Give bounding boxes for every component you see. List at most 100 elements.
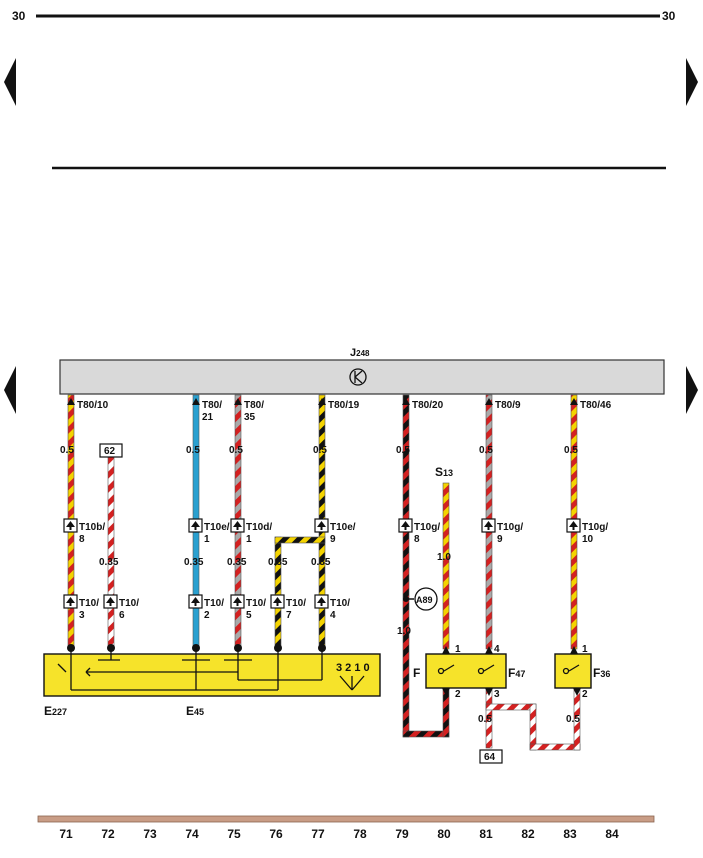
svg-text:0.5: 0.5 (566, 714, 580, 725)
svg-text:T10/: T10/ (286, 598, 306, 609)
next-page-arrow-top[interactable] (686, 58, 698, 106)
switch-f-label: F (413, 666, 420, 680)
connector-t10g-9: T10g/9 (481, 518, 523, 545)
svg-text:8: 8 (79, 534, 85, 545)
svg-text:T80/9: T80/9 (495, 400, 521, 411)
connector-t10g-10: T10g/10 (566, 518, 608, 545)
column-number: 83 (563, 827, 577, 841)
svg-text:T10/: T10/ (204, 598, 224, 609)
svg-text:T80/20: T80/20 (412, 400, 444, 411)
column-number: 81 (479, 827, 493, 841)
connector-t10-4: T10/4 (314, 594, 350, 621)
svg-text:8: 8 (414, 534, 420, 545)
svg-text:T80/10: T80/10 (77, 400, 109, 411)
column-number: 73 (143, 827, 157, 841)
svg-text:T80/46: T80/46 (580, 400, 612, 411)
pin-t80-19: T80/19 (318, 398, 360, 411)
wire-sizes: 0.5 0.5 0.5 0.5 0.5 0.5 0.5 0.35 0.35 0.… (60, 445, 580, 725)
column-number: 72 (101, 827, 115, 841)
column-number: 75 (227, 827, 241, 841)
bottom-bar (37, 815, 655, 823)
svg-text:0.5: 0.5 (564, 445, 578, 456)
svg-text:2: 2 (582, 689, 588, 700)
page-number-right: 30 (662, 9, 676, 23)
svg-text:64: 64 (484, 752, 496, 763)
switch-f36: 1 2 (554, 644, 592, 700)
transistor-icon (349, 368, 367, 386)
column-number: 80 (437, 827, 451, 841)
svg-text:0.5: 0.5 (229, 445, 243, 456)
connector-t10-3: T10/3 (63, 594, 99, 621)
svg-text:10: 10 (582, 534, 594, 545)
prev-page-arrow-top[interactable] (4, 58, 16, 106)
svg-text:0.35: 0.35 (99, 557, 119, 568)
svg-text:9: 9 (497, 534, 503, 545)
connector-t10-5: T10/5 (230, 594, 266, 621)
column-number: 77 (311, 827, 325, 841)
column-number: 74 (185, 827, 199, 841)
svg-text:62: 62 (104, 446, 116, 457)
prev-page-arrow-bottom[interactable] (4, 366, 16, 414)
pin-t80-9: T80/9 (485, 398, 521, 411)
ref-62: 62 (99, 443, 123, 458)
svg-text:1.0: 1.0 (437, 552, 451, 563)
connector-t10d-1: T10d/1 (230, 518, 272, 545)
svg-text:T80/19: T80/19 (328, 400, 360, 411)
pin-t80-10: T80/10 (67, 398, 109, 411)
svg-text:T10e/: T10e/ (204, 522, 230, 533)
ref-a89: A89 (403, 587, 438, 611)
page-number-left: 30 (12, 9, 26, 23)
column-number: 78 (353, 827, 367, 841)
pin-t80-20: T80/20 (402, 398, 444, 411)
column-number: 84 (605, 827, 619, 841)
svg-text:T10/: T10/ (119, 598, 139, 609)
switch-f47-label: F47 (508, 666, 525, 680)
svg-text:5: 5 (246, 610, 252, 621)
low-connectors: T10/3 T10/6 T10/2 T10/5 T10/7 T10/4 (63, 594, 350, 621)
pin-t80-46: T80/46 (570, 398, 612, 411)
column-number: 76 (269, 827, 283, 841)
svg-text:6: 6 (119, 610, 125, 621)
fuse-s13-label: S13 (435, 465, 453, 479)
connector-t10-2: T10/2 (188, 594, 224, 621)
svg-text:0.5: 0.5 (479, 445, 493, 456)
svg-text:0.35: 0.35 (268, 557, 288, 568)
switch-f36-label: F36 (593, 666, 610, 680)
svg-text:1: 1 (582, 644, 588, 655)
svg-text:9: 9 (330, 534, 336, 545)
pin-t80-21: T80/21 (192, 398, 222, 423)
next-page-arrow-bottom[interactable] (686, 366, 698, 414)
connector-t10-7: T10/7 (270, 594, 306, 621)
page-header: 30 30 (12, 9, 676, 23)
svg-text:3: 3 (79, 610, 85, 621)
svg-text:T10g/: T10g/ (414, 522, 440, 533)
pin-t80-35: T80/35 (234, 398, 264, 423)
pin-labels: T80/10 T80/21 T80/35 T80/19 T80/20 T80/9… (67, 398, 612, 423)
column-number: 79 (395, 827, 409, 841)
switch-e227-label: E227 (44, 704, 67, 718)
connector-t10b-8: T10b/8 (63, 518, 105, 545)
svg-text:7: 7 (286, 610, 292, 621)
svg-text:4: 4 (494, 644, 500, 655)
svg-text:T10g/: T10g/ (497, 522, 523, 533)
connector-t10e-9: T10e/9 (314, 518, 356, 545)
svg-text:4: 4 (330, 610, 336, 621)
svg-text:T10d/: T10d/ (246, 522, 272, 533)
svg-text:0.5: 0.5 (313, 445, 327, 456)
svg-text:2: 2 (204, 610, 210, 621)
svg-text:0.35: 0.35 (184, 557, 204, 568)
connector-t10g-8: T10g/8 (398, 518, 440, 545)
svg-text:T10e/: T10e/ (330, 522, 356, 533)
svg-text:1: 1 (246, 534, 252, 545)
svg-text:0.35: 0.35 (227, 557, 247, 568)
column-number: 82 (521, 827, 535, 841)
svg-text:1: 1 (455, 644, 461, 655)
svg-text:0.5: 0.5 (60, 445, 74, 456)
svg-text:0.35: 0.35 (311, 557, 331, 568)
svg-text:T10g/: T10g/ (582, 522, 608, 533)
svg-text:2: 2 (455, 689, 461, 700)
svg-text:T80/: T80/ (202, 400, 222, 411)
svg-text:35: 35 (244, 412, 256, 423)
